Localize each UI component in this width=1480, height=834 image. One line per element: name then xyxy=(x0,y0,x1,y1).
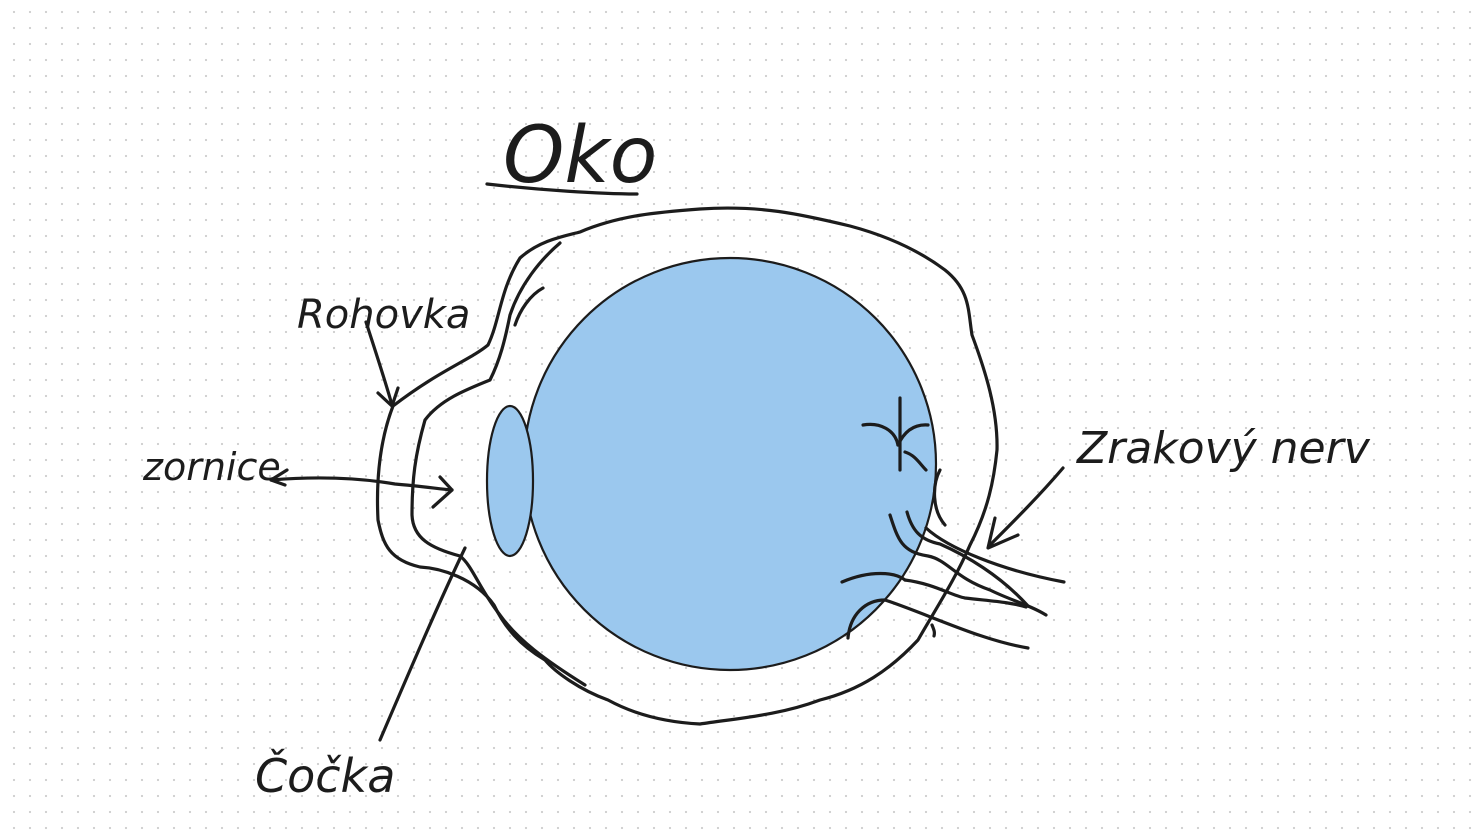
pupil-arrow xyxy=(269,476,454,492)
retina-vessel-branch xyxy=(903,450,928,472)
cornea-arrow xyxy=(364,320,394,407)
optic-nerve-fiber xyxy=(840,571,907,584)
retina-vessel-branch xyxy=(896,423,930,447)
optic-nerve-fiber xyxy=(888,513,1048,617)
diagram-title: Oko xyxy=(503,111,657,201)
eyeball xyxy=(522,256,938,672)
cornea-arrowhead xyxy=(376,386,400,408)
lens-label: Čočka xyxy=(255,748,395,803)
optic-nerve-fiber xyxy=(846,598,1030,650)
optic-nerve-fiber xyxy=(903,578,1028,609)
optic-nerve-fiber xyxy=(924,526,1066,584)
choroid-layer xyxy=(410,241,587,687)
optic-nerve-label: Zrakový nerv xyxy=(1076,423,1371,474)
lens-pointer-line xyxy=(378,546,467,742)
retina-vessel-branch xyxy=(861,422,900,447)
lens xyxy=(485,404,535,558)
pupil-arrowhead-right xyxy=(431,475,454,509)
pupil-arrowhead-left xyxy=(269,468,289,487)
optic-nerve-fiber xyxy=(905,510,1030,608)
optic-nerve-arrow xyxy=(988,466,1065,547)
title-underline xyxy=(485,182,639,196)
pupil-label: zornice xyxy=(142,445,281,489)
cornea-label: Rohovka xyxy=(297,292,470,338)
optic-disc xyxy=(933,468,947,527)
optic-nerve-fiber xyxy=(930,623,936,638)
optic-nerve-arrowhead xyxy=(986,516,1020,550)
choroid-edge xyxy=(513,286,545,327)
